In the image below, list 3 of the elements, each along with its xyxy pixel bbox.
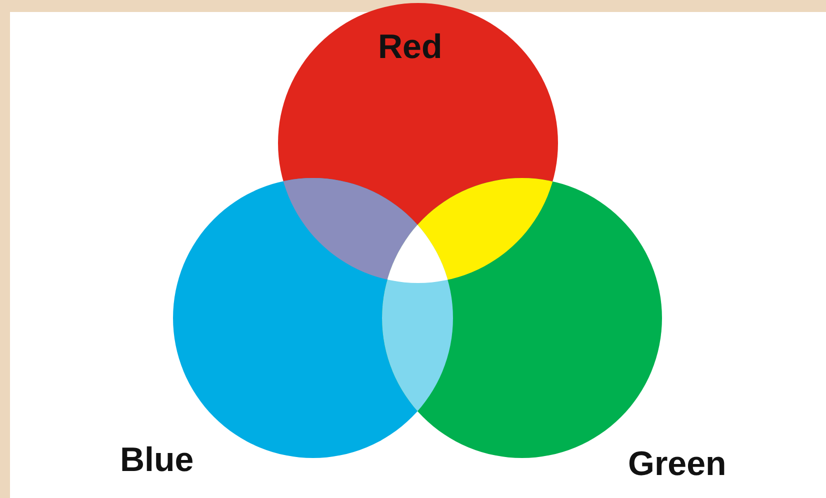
circle-label: Blue	[120, 443, 194, 477]
circle-label: Red	[378, 30, 442, 64]
circle-label: Green	[628, 447, 726, 481]
